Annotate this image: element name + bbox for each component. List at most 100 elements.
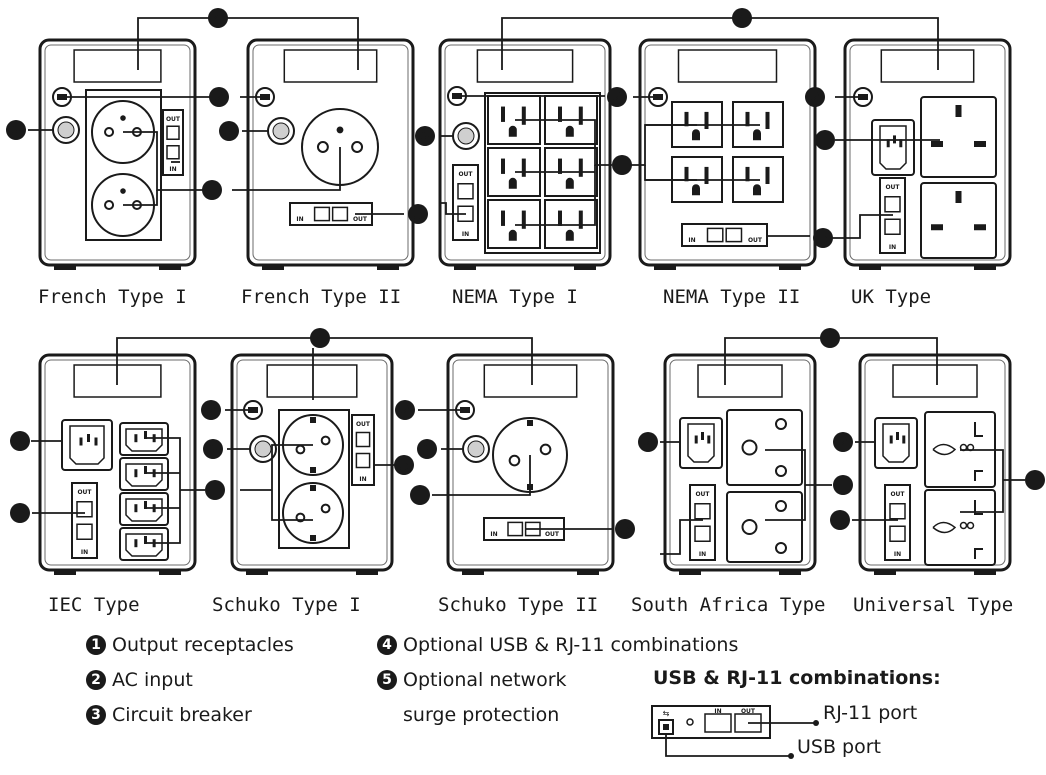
type-label-iec: IEC Type — [48, 594, 140, 616]
ac-inlet-icon — [61, 419, 113, 471]
callout-2-icon: 2 — [833, 432, 853, 452]
foot — [654, 265, 676, 270]
foot — [779, 265, 801, 270]
label-plate — [697, 364, 783, 398]
outlet-slot — [974, 224, 986, 231]
ups-inner-edge — [669, 359, 811, 566]
callout-line — [232, 147, 341, 191]
inlet-pin — [79, 437, 83, 446]
callout-number: 4 — [825, 331, 835, 347]
legend-network-surge: 5 Optional network — [377, 669, 567, 691]
callout-line — [271, 444, 313, 521]
outlet-slot — [931, 141, 943, 147]
rj11-in-text: IN — [462, 231, 469, 238]
inlet-pin — [87, 434, 90, 442]
earth-pin — [120, 188, 126, 194]
label-plate — [476, 49, 574, 83]
callout-disc — [208, 8, 228, 28]
outlet-slot — [974, 141, 986, 147]
rj11-port-icon — [313, 206, 331, 222]
callout-5-icon: 5 — [377, 670, 397, 690]
universal-slot — [974, 500, 983, 559]
callout-number: 2 — [612, 90, 622, 106]
foot — [874, 570, 896, 575]
callout-number: 3 — [224, 124, 234, 140]
callout-4-icon: 4 — [820, 328, 840, 348]
outlet-hole — [775, 465, 787, 477]
inlet-pin — [899, 139, 903, 148]
iec-outline — [125, 498, 163, 522]
universal-slot — [974, 422, 983, 481]
label-plate — [266, 364, 358, 398]
callout-number: 5 — [399, 458, 409, 474]
ac-inlet-icon — [871, 119, 915, 176]
rj11-port-icon — [507, 521, 524, 537]
callout-line — [660, 519, 703, 555]
callout-disc — [201, 400, 221, 420]
rj11-in-text: IN — [296, 216, 303, 223]
callout-2-icon: 2 — [805, 87, 825, 107]
ups-inner-edge — [452, 359, 609, 566]
callout-number: 2 — [206, 403, 216, 419]
outlet-hole — [508, 454, 521, 467]
rj11-in-text: IN — [169, 166, 176, 173]
callout-5-icon: 5 — [615, 519, 635, 539]
usb-port-core — [663, 724, 669, 730]
legend-text: AC input — [112, 669, 193, 691]
combo-rj11-label: RJ-11 port — [823, 702, 918, 724]
callout-disc — [10, 431, 30, 451]
type-label-nema-1: NEMA Type I — [452, 286, 578, 308]
outlet-hole — [295, 444, 306, 455]
callout-number: 2 — [15, 434, 25, 450]
outlet-slot — [765, 166, 770, 184]
callout-disc — [408, 204, 428, 224]
iec-pin — [144, 536, 147, 544]
callout-2-icon: 2 — [638, 432, 658, 452]
callout-disc — [310, 328, 330, 348]
foot — [974, 265, 996, 270]
south-africa-outlet-icon — [726, 409, 803, 486]
callout-disc — [394, 455, 414, 475]
callout-number: 3 — [420, 129, 430, 145]
foot — [246, 570, 268, 575]
outlet-slot — [931, 224, 943, 231]
callout-5-icon: 5 — [10, 503, 30, 523]
callout-4-icon: 4 — [377, 635, 397, 655]
rj11-in-text: IN — [889, 244, 896, 251]
callout-disc — [820, 328, 840, 348]
ground-hole — [508, 229, 517, 241]
callout-number: 4 — [213, 11, 223, 27]
outlet-hole — [320, 503, 331, 514]
earth-clip — [310, 485, 316, 491]
callout-3-icon: 3 — [417, 439, 437, 459]
callout-line — [440, 202, 466, 215]
callout-disc — [395, 400, 415, 420]
outlet-slot — [745, 166, 750, 182]
ac-inlet-icon — [679, 417, 723, 469]
callout-dot — [788, 753, 794, 759]
callout-4-icon: 4 — [310, 328, 330, 348]
label-plate — [483, 364, 578, 398]
outlet-hole — [104, 199, 115, 211]
inlet-pin — [896, 432, 899, 440]
earth-clip — [310, 417, 316, 423]
ground-hole — [692, 184, 700, 196]
type-label-schuko-2: Schuko Type II — [438, 594, 599, 616]
callout-5-icon: 5 — [830, 510, 850, 530]
inlet-pin — [707, 435, 711, 444]
foot — [974, 570, 996, 575]
iec-outline — [125, 533, 163, 557]
breaker-button — [457, 127, 475, 145]
legend-text: surge protection — [403, 704, 560, 726]
callout-number: 2 — [838, 435, 848, 451]
foot — [574, 265, 596, 270]
callout-1-icon: 1 — [86, 635, 106, 655]
outlet-hole — [775, 418, 787, 430]
iec-pin — [134, 434, 138, 443]
outlet-slot — [704, 166, 709, 184]
rj11-port-icon — [166, 125, 180, 140]
callout-1-icon: 1 — [833, 475, 853, 495]
